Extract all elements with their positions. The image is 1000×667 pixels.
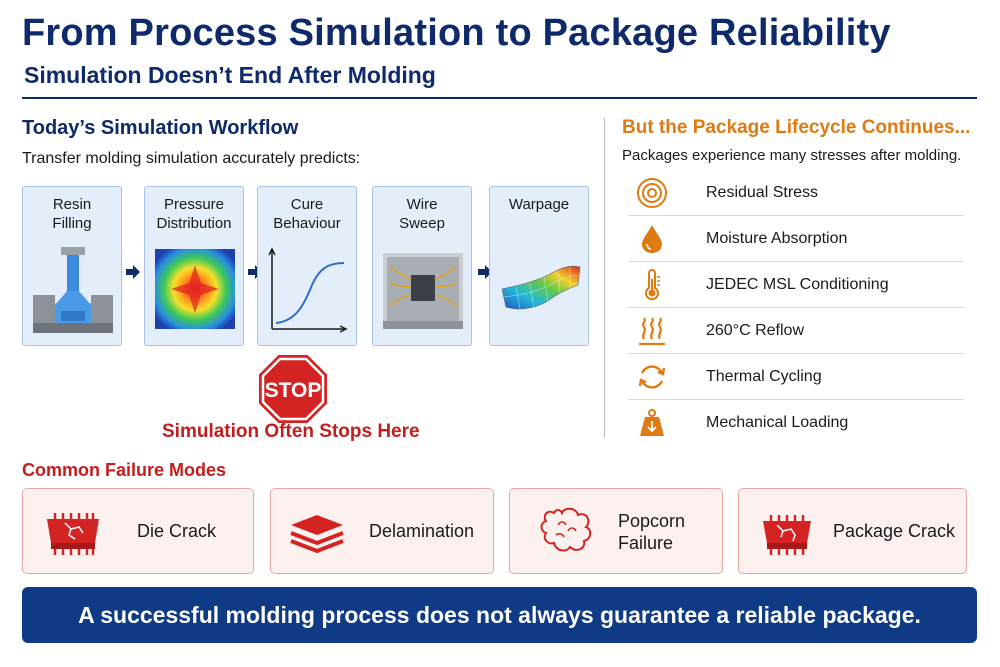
step-wire-sweep: Wire Sweep xyxy=(372,186,472,346)
cracked-package-icon xyxy=(763,515,811,555)
stress-label: Residual Stress xyxy=(706,184,819,201)
stop-caption: Simulation Often Stops Here xyxy=(162,421,420,442)
page-subtitle: Simulation Doesn’t End After Molding xyxy=(24,62,436,88)
workflow-steps: Resin Filling Pressure Distribution xyxy=(22,186,592,346)
layered-stack-icon xyxy=(290,515,344,554)
stress-list: Residual Stress Moisture Absorption JEDE… xyxy=(628,170,964,446)
step-cure-behaviour: Cure Behaviour xyxy=(257,186,357,346)
step-pressure-distribution: Pressure Distribution xyxy=(144,186,244,346)
list-item: 260°C Reflow xyxy=(628,308,964,354)
pressure-heatmap-icon xyxy=(155,249,235,329)
workflow-heading: Today’s Simulation Workflow xyxy=(22,117,299,139)
step-warpage: Warpage xyxy=(489,186,589,346)
heat-waves-icon xyxy=(639,317,665,346)
list-item: Residual Stress xyxy=(628,170,964,216)
page-title: From Process Simulation to Package Relia… xyxy=(22,12,891,54)
conclusion-banner: A successful molding process does not al… xyxy=(22,587,977,643)
arrow-right-icon xyxy=(478,265,492,279)
title-divider xyxy=(22,97,977,99)
lifecycle-description: Packages experience many stresses after … xyxy=(622,147,962,164)
cure-curve-icon xyxy=(268,247,348,333)
stress-label: JEDEC MSL Conditioning xyxy=(706,276,889,293)
step-resin-filling: Resin Filling xyxy=(22,186,122,346)
section-divider xyxy=(604,118,605,438)
failure-label: Die Crack xyxy=(137,521,217,541)
step-label: Cure Behaviour xyxy=(273,196,341,232)
failure-label: Popcorn Failure xyxy=(618,511,686,553)
stress-label: 260°C Reflow xyxy=(706,322,804,339)
stop-sign-icon: STOP xyxy=(259,355,327,423)
water-drop-icon xyxy=(642,225,662,253)
workflow-description: Transfer molding simulation accurately p… xyxy=(22,150,361,167)
popcorn-icon xyxy=(540,507,592,552)
step-label: Wire Sweep xyxy=(399,196,445,232)
lifecycle-heading: But the Package Lifecycle Continues... xyxy=(622,117,971,138)
concentric-rings-icon xyxy=(637,178,667,208)
wire-sweep-icon xyxy=(383,253,463,329)
cycle-arrows-icon xyxy=(638,365,666,389)
stress-label: Thermal Cycling xyxy=(706,368,822,385)
step-label: Warpage xyxy=(508,196,570,213)
list-item: Moisture Absorption xyxy=(628,216,964,262)
failure-card-die-crack: Die Crack xyxy=(22,488,254,574)
list-item: Thermal Cycling xyxy=(628,354,964,400)
cracked-die-icon xyxy=(47,513,99,555)
thermometer-icon xyxy=(645,269,660,301)
stress-label: Moisture Absorption xyxy=(706,230,848,247)
failure-label: Delamination xyxy=(369,521,475,541)
step-label: Resin Filling xyxy=(52,196,92,232)
stress-label: Mechanical Loading xyxy=(706,414,849,431)
list-item: Mechanical Loading xyxy=(628,400,964,446)
failures-heading: Common Failure Modes xyxy=(22,460,227,480)
mold-cross-section-icon xyxy=(33,247,113,333)
step-label: Pressure Distribution xyxy=(156,196,232,232)
weight-icon xyxy=(640,409,664,436)
stop-sign-text: STOP xyxy=(265,379,322,402)
warpage-surface-icon xyxy=(501,265,581,310)
failure-card-delamination: Delamination xyxy=(270,488,494,574)
failure-card-popcorn: Popcorn Failure xyxy=(509,488,723,574)
list-item: JEDEC MSL Conditioning xyxy=(628,262,964,308)
arrow-right-icon xyxy=(126,265,140,279)
failure-label: Package Crack xyxy=(833,521,956,541)
failure-card-package-crack: Package Crack xyxy=(738,488,967,574)
